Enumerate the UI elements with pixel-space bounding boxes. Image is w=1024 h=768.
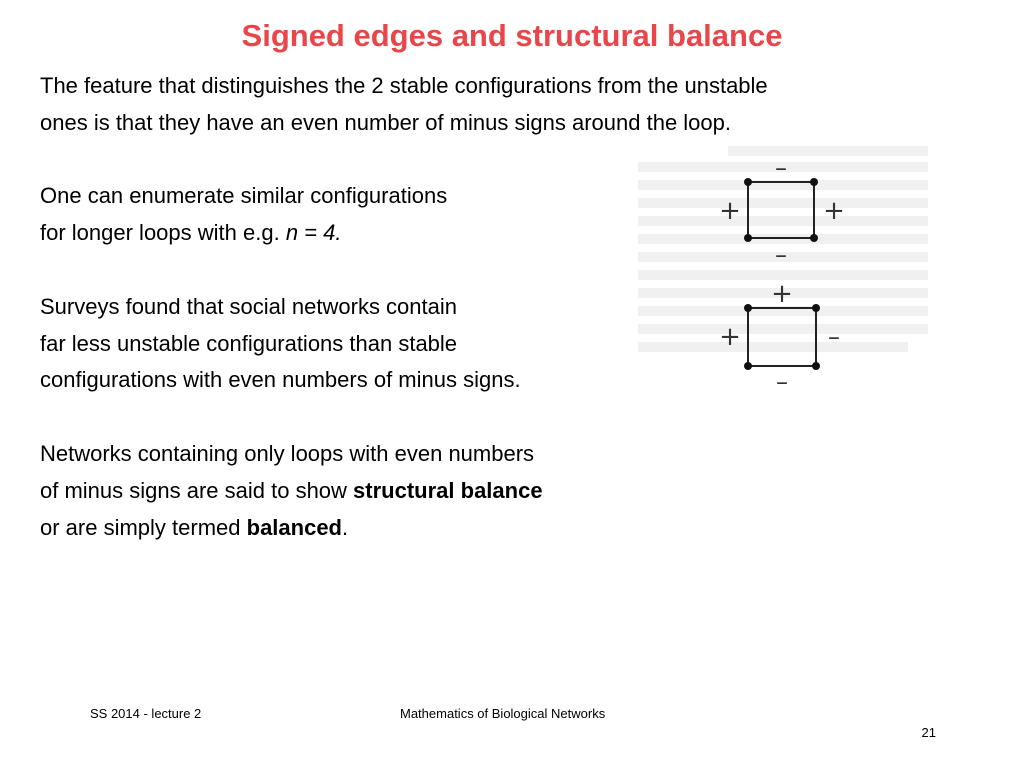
body-text-span: . xyxy=(342,514,349,540)
top-loop-edges xyxy=(747,181,815,239)
body-line: or are simply termed balanced. xyxy=(40,510,940,547)
node xyxy=(810,178,818,186)
node xyxy=(810,234,818,242)
footer-title: Mathematics of Biological Networks xyxy=(400,706,606,721)
body-line: configurations with even numbers of minu… xyxy=(40,367,521,393)
signed-loops-figure: – + + – + + – – xyxy=(628,140,928,420)
body-line: ones is that they have an even number of… xyxy=(40,109,731,135)
slide-title: Signed edges and structural balance xyxy=(241,18,783,53)
edge-sign-top: + xyxy=(771,279,793,309)
body-line: The feature that distinguishes the 2 sta… xyxy=(40,73,768,98)
body-line: One can enumerate similar configurations xyxy=(40,183,448,209)
node xyxy=(744,304,752,312)
node xyxy=(812,362,820,370)
formula-n4: n = 4. xyxy=(285,220,342,246)
body-text-span: of minus signs are said to show xyxy=(40,477,354,503)
edge-sign-right: + xyxy=(823,196,845,226)
edge-sign-bottom: – xyxy=(776,368,788,396)
body-line: far less unstable configurations than st… xyxy=(40,330,458,356)
term-balanced: balanced xyxy=(246,514,342,540)
body-line: for longer loops with e.g. n = 4. xyxy=(40,215,940,252)
node xyxy=(812,304,820,312)
edge-sign-left: + xyxy=(719,196,741,226)
term-structural-balance: structural balance xyxy=(353,477,543,503)
slide-body: The feature that distinguishes the 2 sta… xyxy=(40,68,940,546)
signed-loops-diagram: – + + – + + – – xyxy=(638,146,928,396)
edge-sign-bottom: – xyxy=(775,241,787,269)
page-number: 21 xyxy=(921,725,936,740)
node xyxy=(744,234,752,242)
footer-course: SS 2014 - lecture 2 xyxy=(90,706,202,721)
body-line: Surveys found that social networks conta… xyxy=(40,293,458,319)
node xyxy=(744,178,752,186)
body-line: of minus signs are said to show structur… xyxy=(40,473,940,510)
edge-sign-right: – xyxy=(828,323,840,351)
top-loop: – + + – xyxy=(719,154,845,269)
bottom-loop: + + – – xyxy=(719,279,840,396)
node xyxy=(744,362,752,370)
body-line: Networks containing only loops with even… xyxy=(40,440,535,466)
body-text-span: or are simply termed xyxy=(40,514,247,540)
edge-sign-top: – xyxy=(775,154,787,182)
bottom-loop-edges xyxy=(747,307,817,367)
edge-sign-left: + xyxy=(719,322,741,352)
body-text-span: for longer loops with e.g. xyxy=(40,220,286,246)
